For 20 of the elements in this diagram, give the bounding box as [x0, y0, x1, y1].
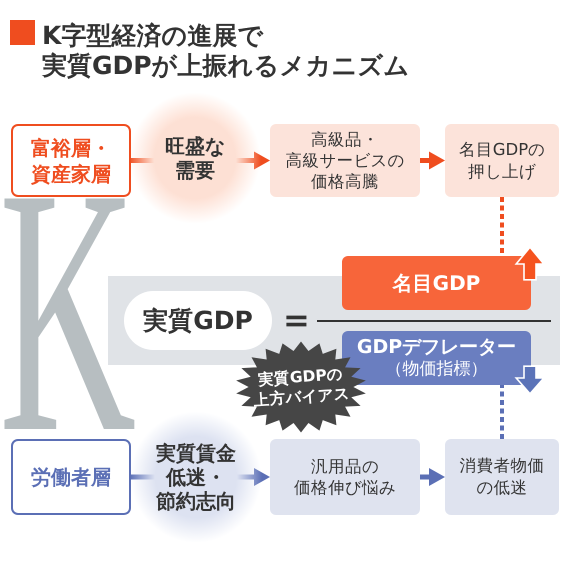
category-box: 労働者層 — [11, 439, 131, 515]
dotted-connector — [500, 385, 504, 439]
arrow — [420, 468, 445, 486]
process-box: 名目GDPの押し上げ — [445, 124, 559, 197]
numerator-box: 名目GDP — [342, 256, 531, 310]
edge-label: 旺盛な需要 — [165, 134, 225, 182]
title: K字型経済の進展で実質GDPが上振れるメカニズム — [42, 21, 410, 81]
process-box: 消費者物価の低迷 — [445, 439, 559, 515]
equals-sign: = — [283, 302, 310, 338]
dotted-connector — [500, 197, 504, 256]
box-note: （物価指標） — [386, 358, 488, 380]
formula-pill: 実質GDP — [124, 291, 272, 350]
process-box: 高級品・高級サービスの価格高騰 — [270, 124, 420, 197]
arrow — [131, 468, 270, 486]
arrow — [131, 152, 270, 170]
denominator-box — [342, 331, 531, 385]
category-box: 富裕層・資産家層 — [11, 124, 131, 197]
process-box: 汎用品の価格伸び悩み — [270, 439, 420, 515]
edge-label: 実質賃金低迷・節約志向 — [156, 441, 236, 513]
arrow — [420, 152, 445, 170]
